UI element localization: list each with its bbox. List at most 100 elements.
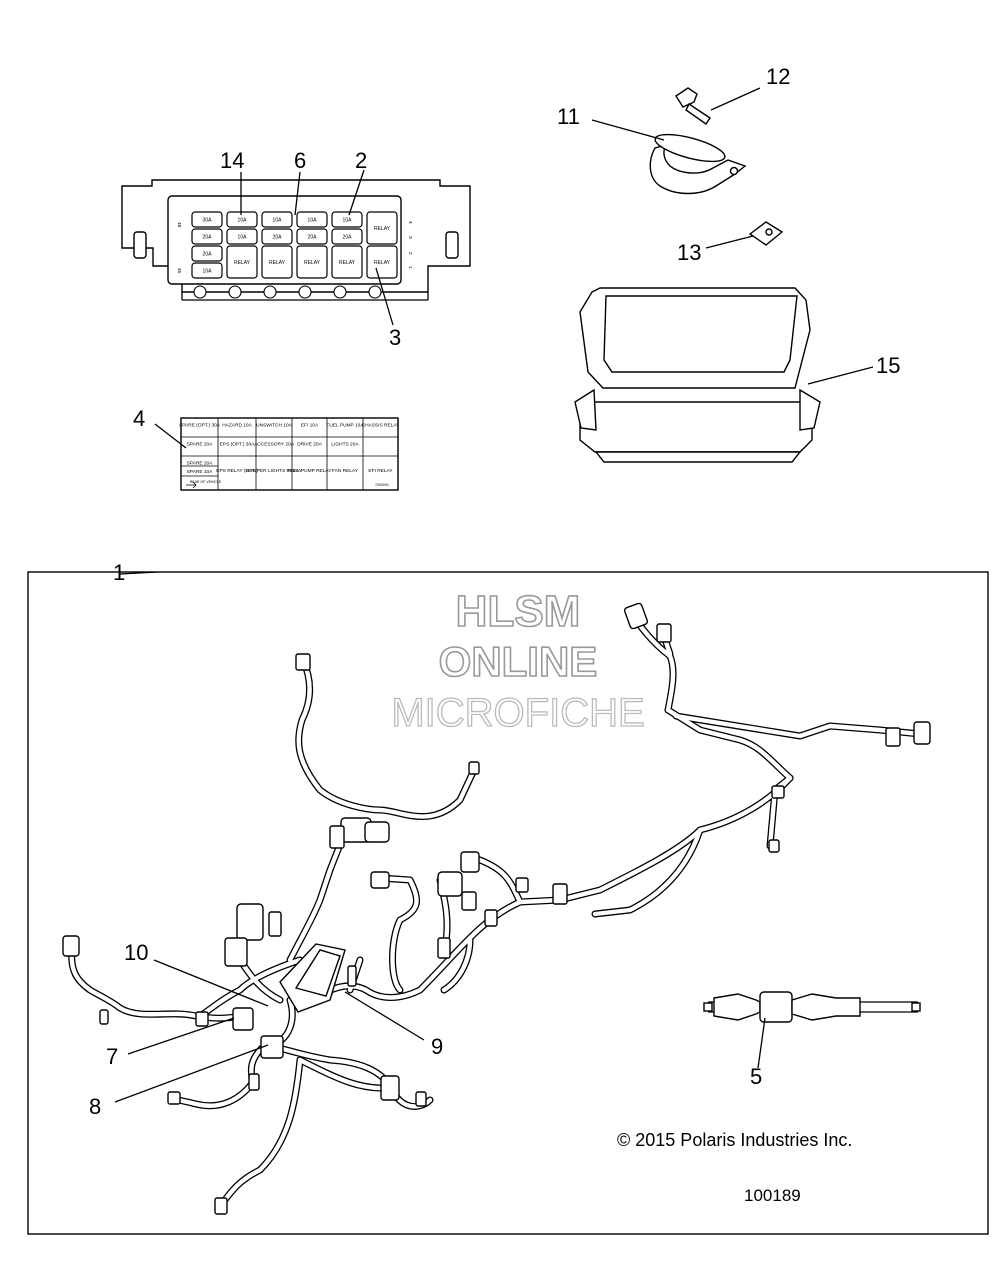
fuse-slot-label: 20A [308,235,318,241]
fuse-slot-label: RELAY [339,260,356,266]
decal-cell-text: SPARE 10A [187,469,214,475]
decal-cell-text: EPS RELAY (OPT.) [216,468,258,474]
fuse-slot-label: 10A [203,269,213,275]
drawing-number: 100189 [744,1186,801,1205]
fuse-slot-r2-c5 [366,245,398,279]
decal-cell-text: REAR OF VEHICLE [190,480,222,484]
fuse-slot-r2-c4 [331,245,363,279]
wire-clamp [649,133,747,195]
callout-11: 11 [557,104,580,129]
fuse-slot-label: 20A [203,235,213,241]
fuse-slot-label: RELAY [269,260,286,266]
fuse-slot-r2-c2 [261,245,293,279]
fuse-box-side-label-48: 48 [176,222,182,228]
fuse-box-cover [574,287,821,463]
harness-wire-fill [665,707,793,781]
harness-wire-fill [477,857,523,905]
watermark-line-1: HLSM [456,587,581,636]
harness-wire-fill [197,957,303,1019]
harness-wire-fill [592,827,703,917]
callout-14: 14 [220,148,244,173]
harness-wire-fill [69,945,199,1019]
callout-2: 2 [355,148,367,173]
fuse-slot-r1-c4 [331,228,363,245]
fuse-slot-r1-c2 [261,228,293,245]
push-clip [748,221,784,246]
decal-cell-text: CHASSIS RELAY [362,423,401,429]
fuse-slot-r0-c3 [296,211,328,228]
main-wire-harness [62,602,931,1215]
callout-7: 7 [106,1044,118,1069]
relay-jumper [703,991,921,1023]
decal-cell-text: EPS (OPT.) 30A [220,442,255,448]
fuse-slot-label: 20A [273,235,283,241]
fuse-slot-label: RELAY [234,260,251,266]
fuse-slot-r0-c1 [226,211,258,228]
fuse-slot-r0-c0 [191,211,223,228]
callout-8: 8 [89,1094,101,1119]
fuse-slot-r3-c0 [191,262,223,279]
harness-wire-fill [219,1057,303,1207]
callout-3: 3 [389,325,401,350]
decal-cell-text: UNSWITCH 10A [256,423,293,429]
fuse-box-latch [368,285,382,299]
decal-cell-text: SPARE 20A [187,461,214,467]
fuse-slot-r1-c0 [191,228,223,245]
decal-cell-text: ACCESSORY 20A [254,442,295,448]
fuse-slot-label: RELAY [374,260,391,266]
decal-part-number: 7000000 [375,483,389,487]
fuse-slot-r1-c1 [226,228,258,245]
fuse-slot-r1-c3 [296,228,328,245]
fuse-box-side-label-4: 4 [407,221,413,224]
callout-4: 4 [133,406,145,431]
decal-cell-text: SPARE 20A [187,442,214,448]
copyright-text: © 2015 Polaris Industries Inc. [617,1130,852,1150]
fuse-box-latch [333,285,347,299]
harness-wire-outline [218,1056,304,1208]
harness-connectors [62,602,931,1215]
fuse-box-side-label-3: 3 [407,236,413,239]
callout-1: 1 [113,560,125,585]
fuse-slot-r2-c0 [191,245,223,262]
harness-wire-fill [307,899,523,1003]
decal-cell-text: FAN RELAY [332,468,359,474]
harness-wire-fill [267,1043,433,1109]
watermark-line-3: MICROFICHE [391,691,644,735]
harness-wire-fill [287,829,348,963]
harness-wire-outline [476,856,524,906]
fuse-slot-label: 20A [203,252,213,258]
fuse-slot-label: 10A [238,235,248,241]
fuse-slot-r2-c1 [226,245,258,279]
fuse-box-latch [298,285,312,299]
fuse-slot-r0-c4 [331,211,363,228]
fuse-box-side-label-45: 45 [176,268,182,274]
fuse-box-latch [193,285,207,299]
fuse-slot-r0-c5 [366,211,398,245]
bolt [675,87,711,125]
decal-cell-text: BUMPER LIGHTS RELAY [246,468,303,474]
fuse-slot-label: 30A [203,218,213,224]
fuse-box-side-label-1: 1 [407,266,413,269]
harness-wire-fill [377,875,419,993]
callout-9: 9 [431,1034,443,1059]
callout-6: 6 [294,148,306,173]
callout-5: 5 [750,1064,762,1089]
leader-lines [114,87,874,1103]
decal-cell-text: LIGHTS 20A [331,442,359,448]
harness-wire-fill [441,937,473,993]
callout-13: 13 [677,240,701,265]
fuse-slot-label: 10A [343,218,353,224]
harness-frame [27,571,989,1235]
fuse-slot-label: 10A [273,218,283,224]
decal-cell-text: FUEL PUMP 10A [326,423,364,429]
decal-cell-text: HAZARD 10A [222,423,252,429]
harness-wire-outline [376,874,420,994]
fuse-slot-label: 20A [343,235,353,241]
decal-cell-text: SPARE (OPT.) 30A [179,423,221,429]
rear-arrow-icon [186,481,197,489]
fuse-box-side-label-2: 2 [407,252,413,255]
callout-15: 15 [876,353,900,378]
fuse-slot-r2-c3 [296,245,328,279]
